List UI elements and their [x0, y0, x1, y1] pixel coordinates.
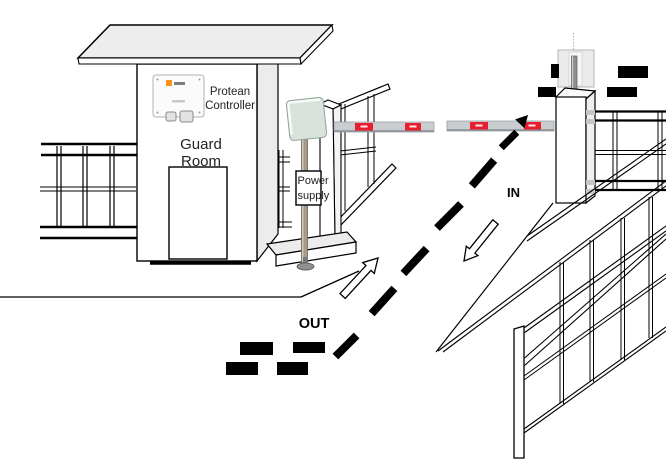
controller-label: Protean Controller [205, 86, 255, 112]
gate-pillar-assembly [551, 33, 597, 205]
right-background-fence [591, 110, 666, 192]
pillar-front [555, 96, 587, 204]
reader-side-unit [551, 64, 559, 78]
redacted-labels [226, 66, 648, 375]
guard-room-label: Guard Room [180, 136, 222, 170]
boom-segment-2 [446, 120, 555, 132]
guard-room-door [168, 166, 228, 260]
pole-foot [303, 257, 308, 263]
concrete-base [265, 231, 358, 267]
power-supply-line2: supply [298, 190, 330, 202]
redacted-text-bar [277, 362, 308, 375]
guard-room-label-line1: Guard [180, 136, 222, 153]
redacted-text-bar [607, 87, 637, 97]
guard-room-roof-edge [299, 23, 334, 66]
out-arrow [339, 257, 379, 300]
guard-room-roof [76, 24, 334, 59]
controller-label-line2: Controller [205, 100, 255, 112]
direction-arrows [339, 218, 500, 300]
in-arrow [463, 218, 500, 263]
boom-barrier [333, 120, 555, 133]
bottom-right-fence [437, 138, 666, 459]
barrier-cabinet [318, 99, 343, 248]
guard-room-side-wall [256, 56, 279, 263]
pillar-side [585, 89, 596, 205]
controller-logo-icon [166, 80, 172, 86]
left-fence [40, 142, 137, 240]
guard-room-label-line2: Room [181, 153, 221, 170]
road-edge [435, 202, 554, 353]
controller-label-line1: Protean [210, 86, 250, 98]
power-supply-label: Power supply [295, 170, 330, 206]
fence-end-post [513, 325, 525, 459]
reader-antenna-panel [285, 97, 328, 141]
lane-dashes [332, 115, 528, 360]
road [332, 115, 554, 360]
lane-arrowhead [515, 115, 528, 129]
lane-label-out: OUT [299, 316, 330, 332]
redacted-text-bar [226, 362, 258, 375]
redacted-text-bar [618, 66, 648, 78]
ground-line [0, 270, 360, 298]
protean-controller-box [152, 74, 205, 123]
redacted-text-bar [538, 87, 556, 97]
boom-segment-1 [333, 121, 435, 133]
guard-room-roof-fascia [77, 57, 302, 65]
pole-base-disc [296, 262, 315, 271]
power-supply-line1: Power [298, 175, 330, 187]
redacted-text-bar [293, 342, 325, 353]
redacted-text-bar [240, 342, 273, 355]
lane-label-in: IN [507, 185, 520, 200]
